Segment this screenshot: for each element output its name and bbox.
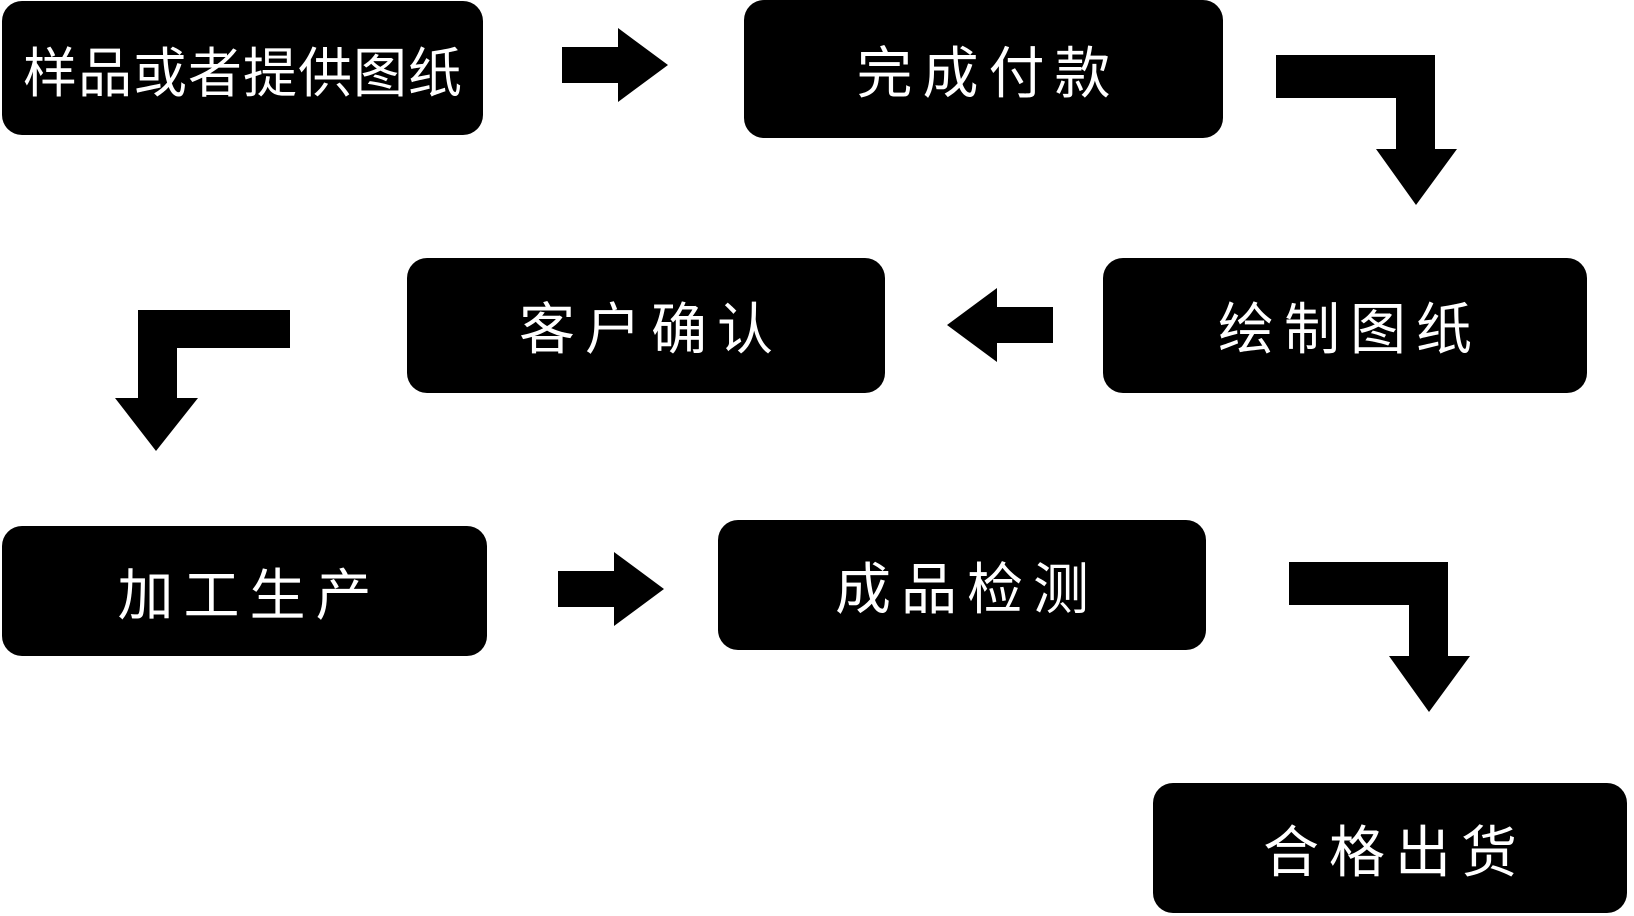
arrow-left-draw-to-confirmation <box>947 288 1053 362</box>
arrow-right-sample-to-payment <box>562 28 668 102</box>
flow-node-finished-product-inspection: 成品检测 <box>718 520 1206 650</box>
flow-node-qualified-shipment: 合格出货 <box>1153 783 1627 913</box>
flow-node-label: 加工生产 <box>117 563 382 627</box>
flow-node-complete-payment: 完成付款 <box>744 0 1223 138</box>
arrow-elbow-down-inspection-to-shipment <box>1289 562 1470 712</box>
flow-node-label: 样品或者提供图纸 <box>23 43 463 104</box>
flow-node-label: 成品检测 <box>835 557 1099 621</box>
arrow-right-production-to-inspection <box>558 552 664 626</box>
arrow-elbow-down-confirmation-to-production <box>115 310 290 451</box>
arrow-elbow-down-payment-to-draw <box>1276 55 1457 205</box>
flow-node-processing-production: 加工生产 <box>2 526 487 656</box>
flow-node-label: 绘制图纸 <box>1218 298 1482 361</box>
flow-node-label: 客户确认 <box>519 298 783 361</box>
flow-node-sample-or-provide-drawing: 样品或者提供图纸 <box>2 1 483 135</box>
flow-node-label: 合格出货 <box>1263 820 1527 884</box>
flow-node-label: 完成付款 <box>856 41 1121 105</box>
flow-node-draw-drawings: 绘制图纸 <box>1103 258 1587 393</box>
flow-node-customer-confirmation: 客户确认 <box>407 258 885 393</box>
